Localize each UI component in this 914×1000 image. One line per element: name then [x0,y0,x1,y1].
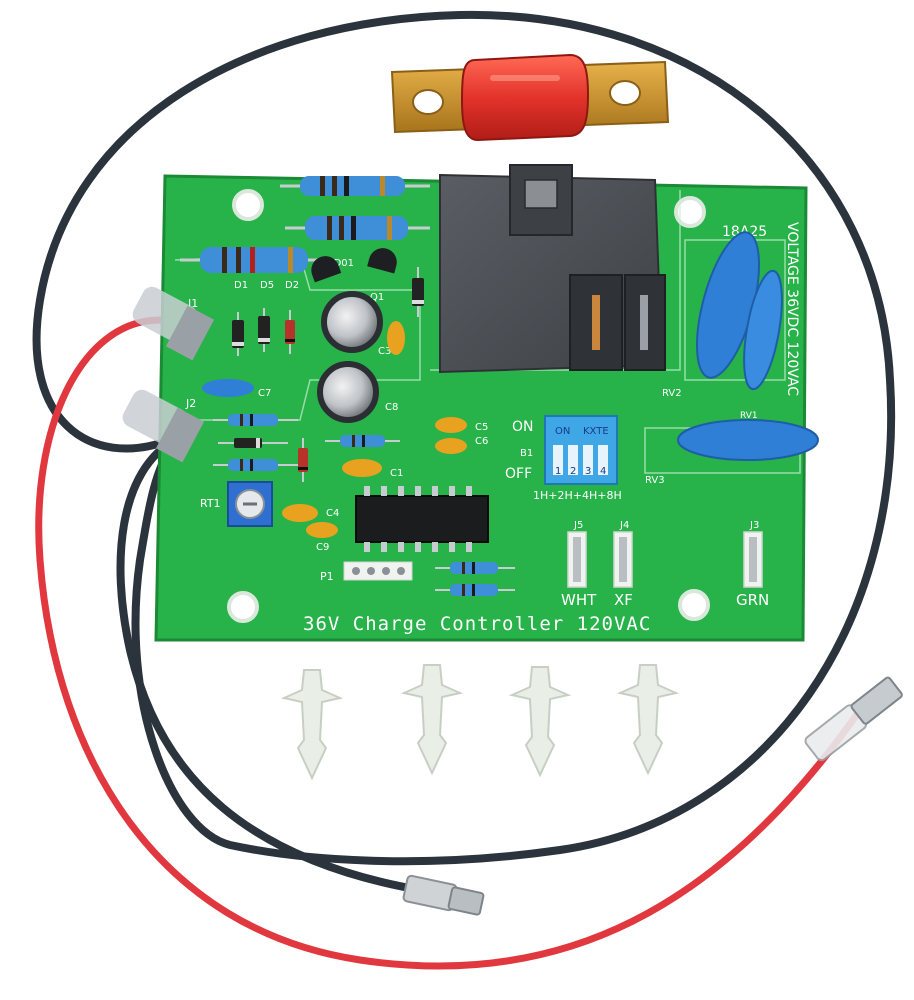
p1-header [343,561,413,581]
label-c4: C4 [326,508,339,519]
electrolytic-capacitors [317,291,383,423]
dip-switch [544,415,618,485]
dip-off-label: OFF [505,466,532,482]
dip-number-1: 1 [555,466,561,477]
dip-number-2: 2 [570,466,576,477]
dip-number-4: 4 [600,466,606,477]
label-c6: C6 [475,436,488,447]
red-wire-terminal [804,676,903,762]
label-j3: J3 [749,520,759,531]
ic-chip [355,486,489,552]
label-q1: Q1 [370,292,384,303]
label-c8: C8 [385,402,398,413]
label-c3: C3 [378,346,391,357]
board-title: 36V Charge Controller 120VAC [303,613,651,635]
trimmer-potentiometer [227,481,273,527]
ceramic-capacitors [202,321,467,538]
resistors [180,176,515,596]
label-j4: J4 [619,520,629,531]
diodes [218,267,424,482]
label-j1: J1 [187,297,198,310]
red-wire [35,316,864,970]
j2-wire-terminal [122,389,205,463]
mounting-hole-bottom-right [678,589,710,621]
standoffs [280,664,680,781]
mounting-hole-bottom-left [227,591,259,623]
label-rv3: RV3 [645,475,665,486]
label-c1: C1 [390,468,403,479]
varistors [677,231,819,461]
label-j5: J5 [573,520,583,531]
label-rt1: RT1 [200,497,221,510]
connector-wht-label: WHT [561,591,597,609]
relay [439,164,666,374]
label-d2: D2 [285,280,299,291]
connector-grn-label: GRN [736,591,769,609]
dip-legend: 1H+2H+4H+8H [533,489,622,502]
fuse-hole-right [609,80,641,106]
label-d5: D5 [260,280,274,291]
label-c7: C7 [258,388,271,399]
j1-wire-terminal [132,286,215,361]
label-ld01: LD01 [328,258,354,269]
black-wire [32,10,896,866]
black-wire-lead [116,436,424,894]
black-wire-terminal [402,874,485,916]
label-c5: C5 [475,422,488,433]
label-d1: D1 [234,280,248,291]
label-b1: B1 [520,448,533,459]
mounting-hole-top-left [232,189,264,221]
spade-connectors [567,531,763,588]
label-rv1: RV1 [740,411,758,421]
label-c9: C9 [316,542,329,553]
label-j2: J2 [185,397,196,410]
dip-number-3: 3 [585,466,591,477]
mounting-hole-top-right [674,196,706,228]
label-p1: P1 [320,570,334,583]
fuse [390,53,670,142]
label-rv2: RV2 [662,388,682,399]
voltage-label: VOLTAGE 36VDC 120VAC [784,222,800,396]
transistors [311,248,397,283]
dip-switch-brand: KXTE [583,426,609,437]
fuse-hole-left [412,89,444,115]
dip-switch-on: ON [555,426,570,437]
connector-xf-label: XF [614,591,633,609]
dip-on-label: ON [512,419,534,435]
